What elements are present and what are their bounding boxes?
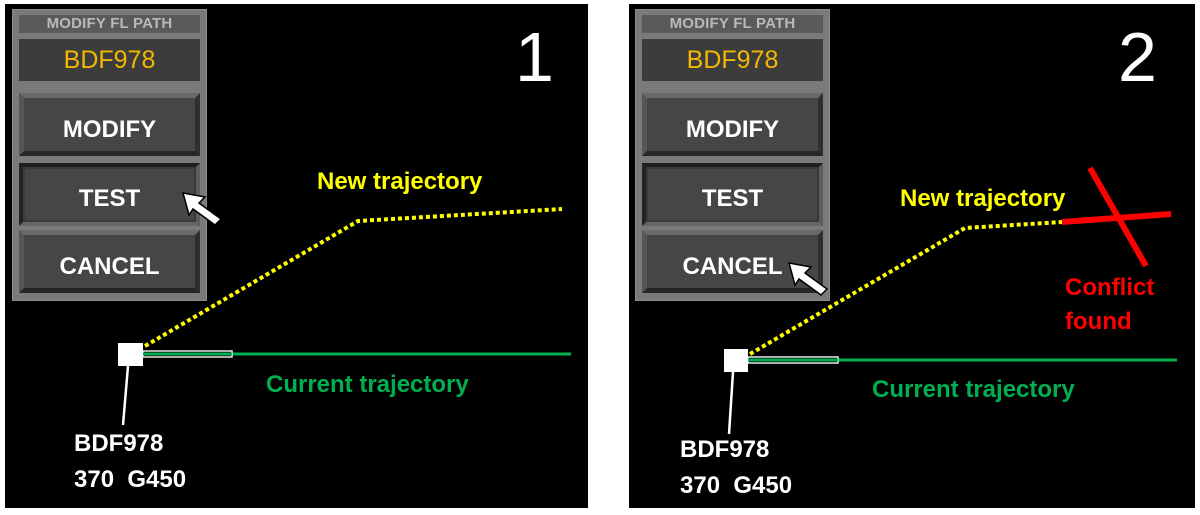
scene-step-1: MODIFY FL PATH BDF978 MODIFY TEST CANCEL… — [5, 4, 588, 508]
aircraft-label[interactable]: BDF978 370 G450 — [680, 432, 792, 504]
conflict-found-label: Conflict found — [1065, 271, 1154, 339]
aircraft-label[interactable]: BDF978 370 G450 — [74, 426, 186, 498]
mouse-cursor-icon — [181, 192, 223, 226]
modify-fl-path-panel: MODIFY FL PATH BDF978 MODIFY TEST CANCEL — [635, 9, 830, 301]
current-trajectory-label: Current trajectory — [872, 376, 1075, 403]
modify-button[interactable]: MODIFY — [642, 93, 823, 156]
aircraft-leader-line — [121, 365, 130, 426]
conflict-line-2: found — [1065, 308, 1132, 335]
test-button[interactable]: TEST — [642, 163, 823, 226]
step-number: 2 — [1118, 18, 1157, 96]
current-trajectory-highlight — [142, 350, 233, 358]
conflict-cross-icon — [1087, 166, 1149, 268]
panel-title: MODIFY FL PATH — [642, 15, 823, 33]
panel-callsign: BDF978 — [642, 39, 823, 81]
conflict-segment — [1061, 211, 1172, 225]
panel-title: MODIFY FL PATH — [19, 15, 200, 33]
aircraft-symbol-icon[interactable] — [118, 343, 143, 366]
panel-callsign: BDF978 — [19, 39, 200, 81]
aircraft-info: 370 G450 — [680, 472, 793, 499]
cancel-button[interactable]: CANCEL — [642, 230, 823, 293]
current-trajectory-label: Current trajectory — [266, 371, 469, 398]
aircraft-symbol-icon[interactable] — [724, 349, 748, 372]
scene-step-2: MODIFY FL PATH BDF978 MODIFY TEST CANCEL… — [629, 4, 1195, 508]
new-trajectory-label: New trajectory — [317, 168, 483, 195]
modify-button[interactable]: MODIFY — [19, 93, 200, 156]
aircraft-callsign: BDF978 — [74, 430, 164, 457]
conflict-line-1: Conflict — [1065, 274, 1155, 301]
aircraft-callsign: BDF978 — [680, 436, 770, 463]
new-trajectory-line — [143, 207, 563, 348]
test-button[interactable]: TEST — [19, 163, 200, 226]
cancel-button[interactable]: CANCEL — [19, 230, 200, 293]
aircraft-leader-line — [727, 371, 735, 435]
current-trajectory-highlight — [747, 356, 839, 364]
aircraft-info: 370 G450 — [74, 466, 187, 493]
step-number: 1 — [515, 18, 554, 96]
new-trajectory-label: New trajectory — [900, 185, 1066, 212]
mouse-cursor-icon — [787, 262, 829, 296]
modify-fl-path-panel: MODIFY FL PATH BDF978 MODIFY TEST CANCEL — [12, 9, 207, 301]
